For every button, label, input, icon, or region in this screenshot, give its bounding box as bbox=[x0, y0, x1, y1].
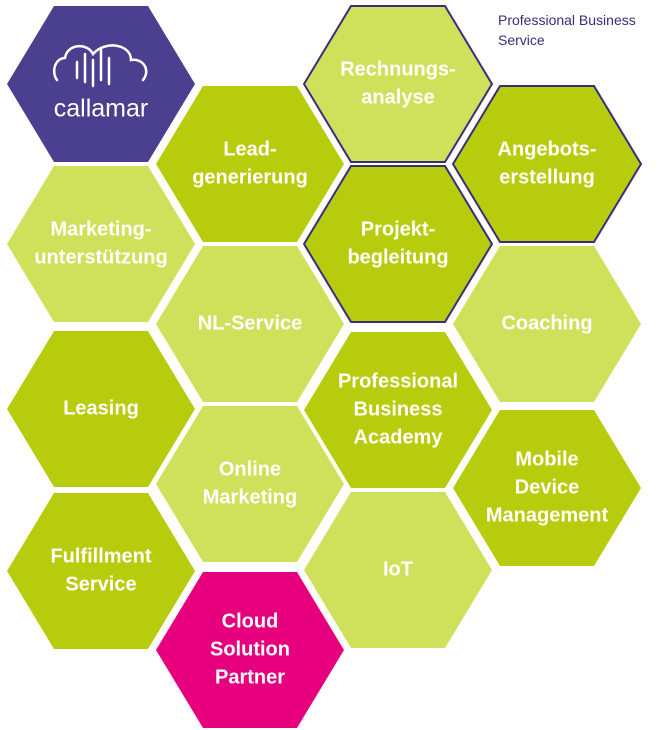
hex-label-line: Service bbox=[65, 573, 136, 595]
cloud-sound-icon bbox=[53, 44, 148, 88]
legend-line-1: Professional Business bbox=[498, 12, 636, 28]
hex-leasing: Leasing bbox=[7, 331, 195, 487]
hex-label-line: Marketing bbox=[203, 486, 297, 508]
hex-shape bbox=[453, 246, 641, 402]
hex-shape bbox=[7, 493, 195, 649]
hex-label-line: Rechnungs- bbox=[340, 58, 456, 80]
hex-shape bbox=[453, 410, 641, 566]
hex-shape bbox=[302, 165, 494, 323]
hex-label-line: Solution bbox=[210, 638, 290, 660]
hex-nl-service: NL-Service bbox=[156, 246, 344, 402]
hex-shape bbox=[156, 246, 344, 402]
hex-shape bbox=[304, 332, 492, 488]
hex-shape bbox=[7, 166, 195, 322]
hex-callamar-logo: callamar bbox=[7, 6, 195, 162]
hex-label-line: Device bbox=[515, 476, 580, 498]
hex-label-line: begleitung bbox=[347, 246, 448, 268]
hex-shape bbox=[7, 6, 195, 162]
hex-label-line: erstellung bbox=[499, 166, 595, 188]
hex-shape bbox=[302, 5, 494, 163]
hex-label-line: Partner bbox=[215, 666, 285, 688]
hex-label-line: Cloud bbox=[222, 610, 279, 632]
hex-shape bbox=[451, 85, 643, 243]
hex-label-line: Lead- bbox=[223, 138, 276, 160]
hex-shape bbox=[156, 572, 344, 728]
hex-coaching: Coaching bbox=[453, 246, 641, 402]
hex-marketingunterstuetzung: Marketing-unterstützung bbox=[7, 166, 195, 322]
hex-label-line: Academy bbox=[354, 426, 444, 448]
hex-label-line: Management bbox=[486, 504, 609, 526]
hex-label-line: Business bbox=[354, 398, 443, 420]
hex-label-line: unterstützung bbox=[34, 246, 167, 268]
hex-shape bbox=[7, 331, 195, 487]
hex-label-line: IoT bbox=[383, 558, 413, 580]
hex-label-line: Fulfillment bbox=[50, 545, 151, 567]
hex-iot: IoT bbox=[304, 492, 492, 648]
hex-projektbegleitung: Projekt-begleitung bbox=[302, 165, 494, 323]
hex-shape bbox=[304, 492, 492, 648]
legend-label: Professional Business Service bbox=[498, 10, 636, 50]
hex-leadgenerierung: Lead-generierung bbox=[156, 86, 344, 242]
hex-label-line: Marketing- bbox=[50, 218, 151, 240]
hex-shape bbox=[156, 406, 344, 562]
brand-name: callamar bbox=[54, 95, 148, 123]
hex-label-line: Leasing bbox=[63, 397, 139, 419]
hex-label-line: Professional bbox=[338, 370, 458, 392]
hex-label-line: analyse bbox=[361, 86, 434, 108]
hex-label-line: Angebots- bbox=[498, 138, 597, 160]
legend-line-2: Service bbox=[498, 32, 545, 48]
hex-angebotserstellung: Angebots-erstellung bbox=[451, 85, 643, 243]
hex-label-line: Coaching bbox=[501, 312, 592, 334]
hex-label-line: Online bbox=[219, 458, 281, 480]
hex-label-line: NL-Service bbox=[198, 312, 303, 334]
hex-label-line: Projekt- bbox=[361, 218, 435, 240]
hex-label-line: generierung bbox=[192, 166, 308, 188]
hex-rechnungsanalyse: Rechnungs-analyse bbox=[302, 5, 494, 163]
hex-shape bbox=[156, 86, 344, 242]
hex-label-line: Mobile bbox=[515, 448, 578, 470]
